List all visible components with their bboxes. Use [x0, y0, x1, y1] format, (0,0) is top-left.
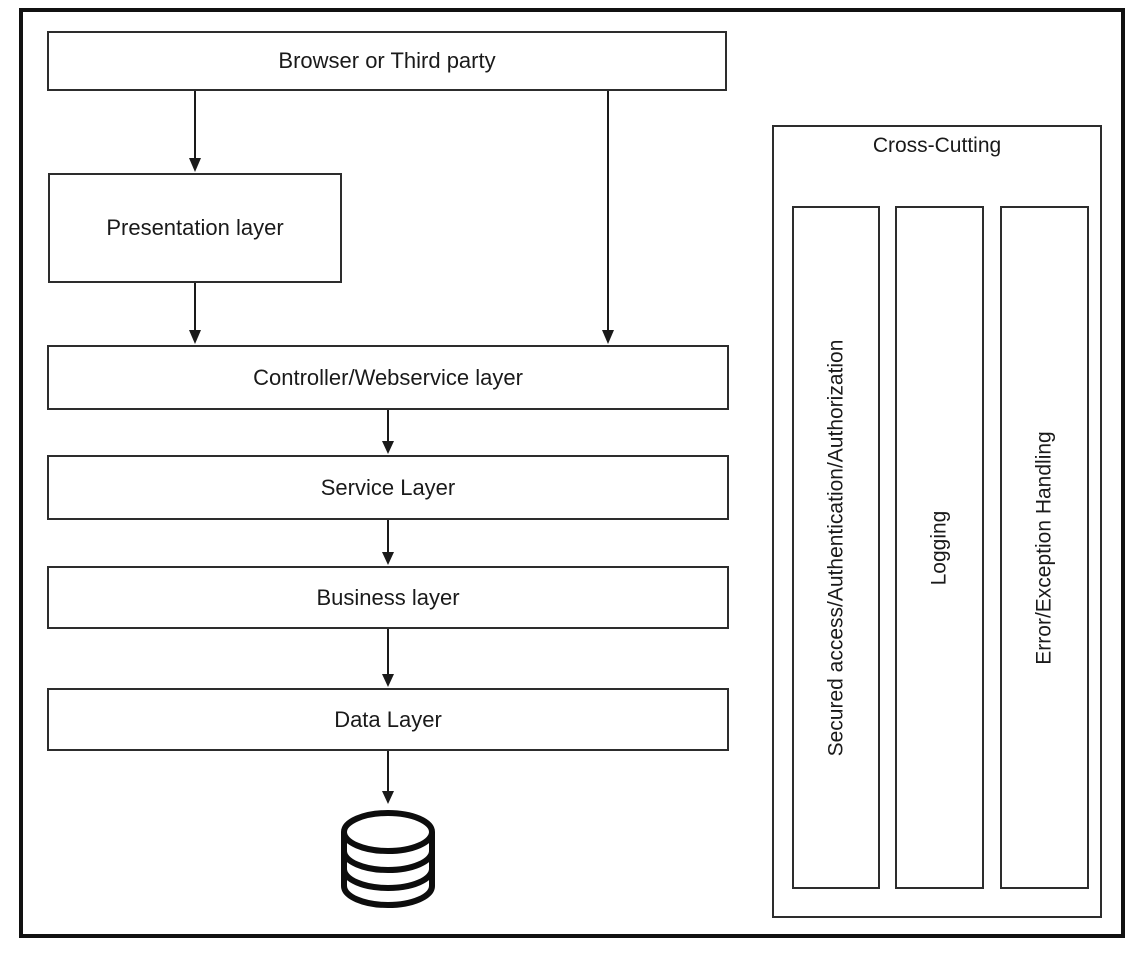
- cross-cutting-security-label: Secured access/Authentication/Authorizat…: [824, 339, 847, 756]
- arrowhead-service-business: [382, 552, 394, 565]
- node-business-layer: Business layer: [47, 566, 729, 629]
- cross-cutting-column-error-handling: Error/Exception Handling: [1000, 206, 1089, 889]
- node-browser-or-third-party: Browser or Third party: [47, 31, 727, 91]
- node-data-layer: Data Layer: [47, 688, 729, 751]
- node-presentation-layer: Presentation layer: [48, 173, 342, 283]
- node-data-label: Data Layer: [334, 706, 442, 732]
- arrowhead-business-data: [382, 674, 394, 687]
- database-icon: [341, 810, 435, 908]
- node-controller-webservice-layer: Controller/Webservice layer: [47, 345, 729, 410]
- node-controller-label: Controller/Webservice layer: [253, 364, 523, 390]
- cross-cutting-title: Cross-Cutting: [872, 134, 1002, 157]
- arrowhead-presentation-controller: [189, 330, 201, 344]
- arrowhead-browser-presentation: [189, 158, 201, 172]
- arrowhead-data-database: [382, 791, 394, 804]
- cross-cutting-column-security: Secured access/Authentication/Authorizat…: [792, 206, 880, 889]
- node-business-label: Business layer: [316, 584, 460, 610]
- cross-cutting-logging-label: Logging: [927, 510, 951, 585]
- node-service-layer: Service Layer: [47, 455, 729, 520]
- node-browser-label: Browser or Third party: [278, 48, 496, 73]
- cross-cutting-column-logging: Logging: [895, 206, 984, 889]
- cross-cutting-error-handling-label: Error/Exception Handling: [1032, 430, 1056, 665]
- arrowhead-controller-service: [382, 441, 394, 454]
- node-service-label: Service Layer: [320, 474, 456, 500]
- arrowhead-browser-controller: [602, 330, 614, 344]
- cross-cutting-panel: Cross-Cutting Secured access/Authenticat…: [772, 125, 1102, 918]
- node-presentation-label: Presentation layer: [106, 215, 284, 240]
